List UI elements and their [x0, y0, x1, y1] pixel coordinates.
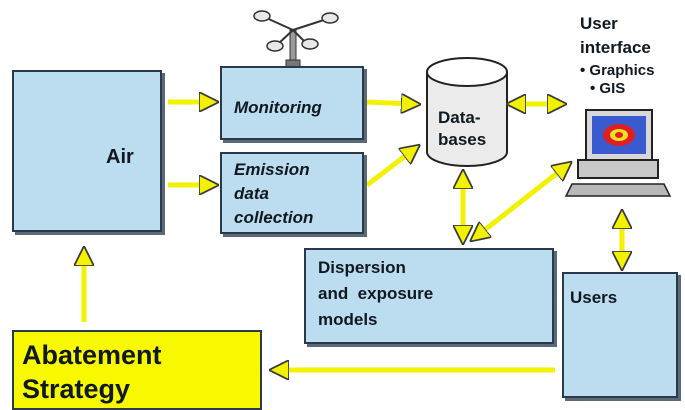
users-box [562, 272, 678, 398]
user-interface-title-1: User [580, 14, 618, 33]
air-box [12, 70, 162, 232]
arrow-dispersion-ui [477, 167, 565, 236]
dispersion-label-1: Dispersion [318, 258, 406, 277]
user-interface-bullets: Graphics GIS [580, 62, 654, 98]
monitoring-box [220, 66, 364, 140]
emission-label-3: collection [234, 208, 314, 227]
anemometer-icon [253, 10, 339, 69]
abatement-label-2: Strategy [22, 374, 131, 404]
bullet-graphics: Graphics [580, 62, 654, 80]
users-label: Users [570, 288, 618, 307]
emission-label-2: data [234, 184, 269, 203]
databases-label-1: Data- [438, 108, 481, 127]
arrow-emission-to-databases [365, 150, 413, 187]
arrow-monitoring-to-databases [366, 102, 412, 104]
emission-box [220, 152, 364, 234]
emission-label-1: Emission [234, 160, 310, 179]
dispersion-label-3: models [318, 310, 378, 329]
dispersion-box [304, 248, 554, 344]
arrows [84, 102, 622, 370]
monitoring-label: Monitoring [234, 98, 322, 117]
database-cylinder [426, 57, 508, 167]
databases-label-2: bases [438, 130, 487, 149]
dispersion-label-2: and exposure [318, 284, 434, 303]
abatement-label-1: Abatement [22, 340, 162, 370]
bullet-gis: GIS [580, 80, 654, 98]
abatement-strategy-box [12, 330, 262, 410]
user-interface-title-2: interface [580, 38, 651, 57]
air-label: Air [106, 146, 134, 168]
monitor-icon [564, 109, 672, 197]
